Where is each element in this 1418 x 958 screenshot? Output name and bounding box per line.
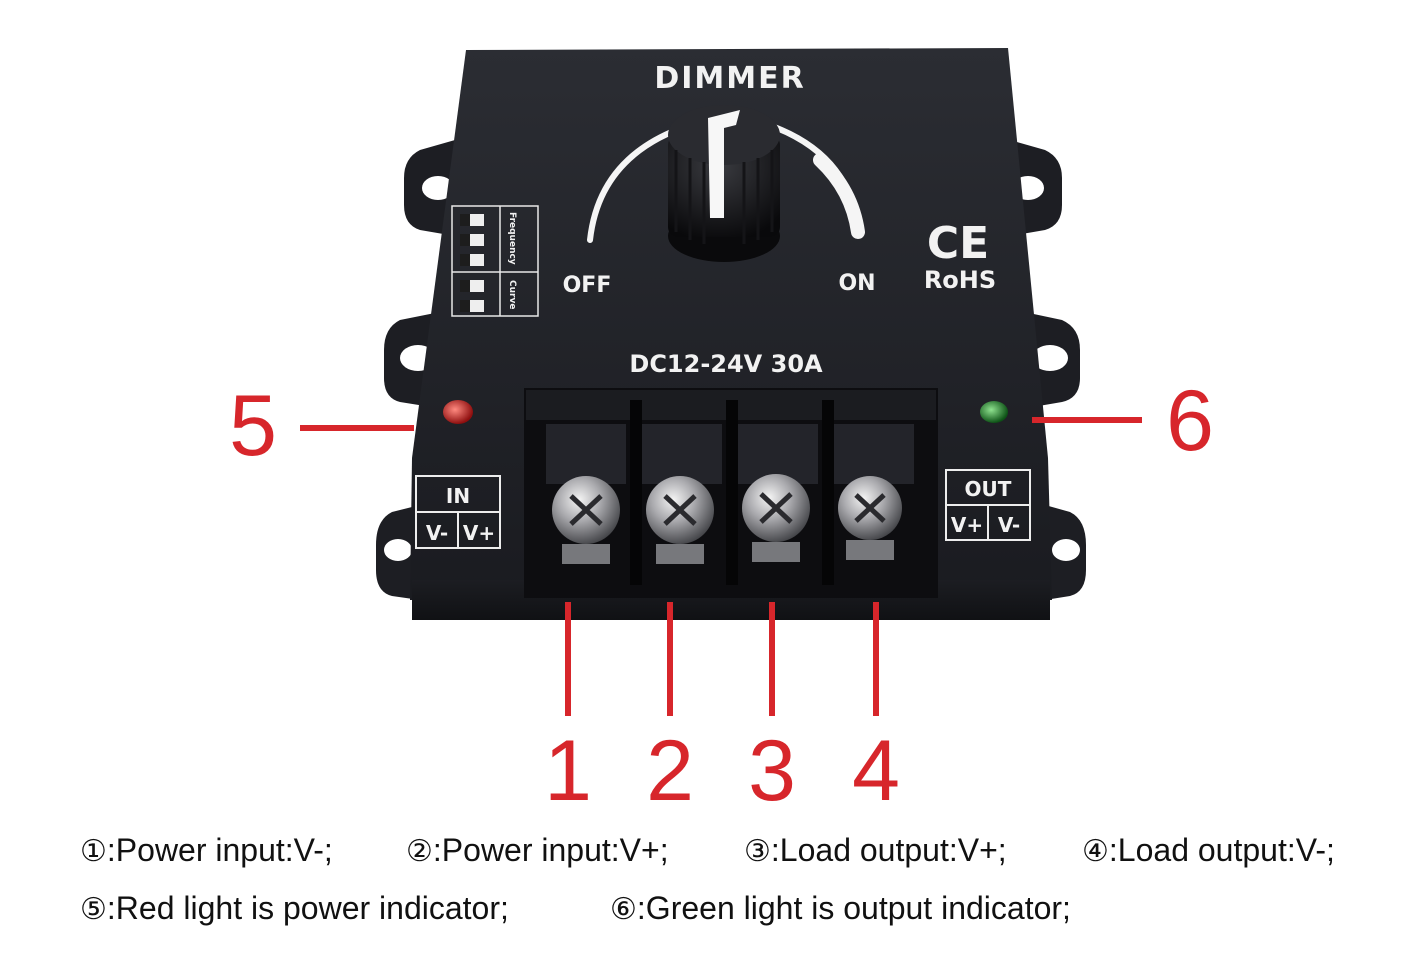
legend-item-4: ④:Load output:V-; bbox=[1082, 832, 1335, 869]
in-v-plus-label: V+ bbox=[463, 521, 495, 545]
legend-mark-1: ① bbox=[80, 834, 107, 869]
terminal-screw-2[interactable] bbox=[646, 476, 714, 564]
legend-mark-2: ② bbox=[406, 834, 433, 869]
callout-number-1: 1 bbox=[544, 723, 592, 819]
knob-on-label: ON bbox=[838, 271, 875, 296]
terminal-screw-4[interactable] bbox=[838, 476, 902, 560]
legend-text-5: :Red light is power indicator; bbox=[106, 890, 509, 926]
rating-label: DC12-24V 30A bbox=[629, 350, 823, 378]
device-title: DIMMER bbox=[654, 61, 805, 96]
in-v-minus-label: V- bbox=[426, 521, 448, 545]
dip-switch-block: Frequency Curve bbox=[451, 205, 539, 317]
input-label-box: IN V- V+ bbox=[415, 475, 501, 549]
rohs-mark: RoHS bbox=[924, 266, 996, 294]
legend-text-4: :Load output:V-; bbox=[1108, 832, 1335, 868]
in-label: IN bbox=[446, 484, 470, 508]
callout-number-6: 6 bbox=[1166, 373, 1214, 469]
legend-text-2: :Power input:V+; bbox=[432, 832, 669, 868]
callout-number-5: 5 bbox=[229, 378, 277, 474]
legend-mark-6: ⑥ bbox=[610, 892, 637, 927]
dimmer-knob[interactable] bbox=[668, 105, 780, 262]
legend-text-1: :Power input:V-; bbox=[106, 832, 333, 868]
legend-item-2: ②:Power input:V+; bbox=[406, 832, 669, 869]
legend-item-3: ③:Load output:V+; bbox=[744, 832, 1007, 869]
legend-text-3: :Load output:V+; bbox=[770, 832, 1007, 868]
legend-mark-4: ④ bbox=[1082, 834, 1109, 869]
callout-number-2: 2 bbox=[646, 723, 694, 819]
terminal-screw-1[interactable] bbox=[552, 476, 620, 564]
callout-lines bbox=[300, 417, 1142, 716]
legend-text-6: :Green light is output indicator; bbox=[636, 890, 1071, 926]
ce-mark: CE bbox=[927, 218, 989, 269]
legend-mark-3: ③ bbox=[744, 834, 771, 869]
terminal-screw-3[interactable] bbox=[742, 474, 810, 562]
dip-curve-label: Curve bbox=[507, 280, 517, 309]
callout-number-4: 4 bbox=[852, 723, 900, 819]
legend-item-5: ⑤:Red light is power indicator; bbox=[80, 890, 509, 927]
callout-number-3: 3 bbox=[748, 723, 796, 819]
out-label: OUT bbox=[965, 477, 1012, 501]
legend-item-6: ⑥:Green light is output indicator; bbox=[610, 890, 1071, 927]
out-v-plus-label: V+ bbox=[951, 513, 983, 537]
legend-mark-5: ⑤ bbox=[80, 892, 107, 927]
output-label-box: OUT V+ V- bbox=[945, 469, 1031, 541]
output-indicator-led bbox=[980, 401, 1008, 423]
power-indicator-led bbox=[443, 400, 473, 424]
dip-frequency-label: Frequency bbox=[507, 212, 517, 265]
knob-off-label: OFF bbox=[563, 273, 612, 298]
legend-item-1: ①:Power input:V-; bbox=[80, 832, 333, 869]
out-v-minus-label: V- bbox=[998, 513, 1020, 537]
